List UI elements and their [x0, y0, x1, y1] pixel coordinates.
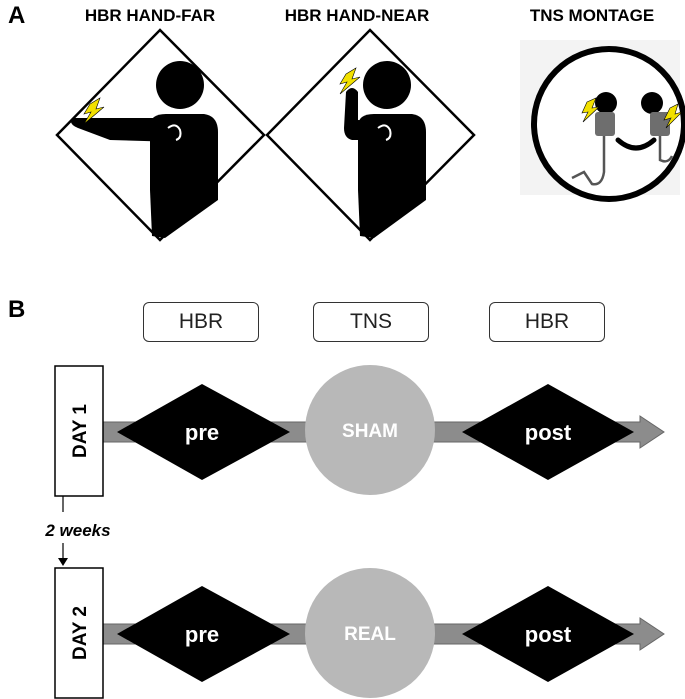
day1-pre-diamond [117, 384, 290, 480]
panel-a-figures [55, 28, 685, 242]
phase-label-hbr-pre: HBR [143, 302, 259, 342]
hand-near-figure [265, 28, 476, 242]
day1-post-diamond [462, 384, 634, 480]
day1-stim-circle [305, 365, 435, 495]
day2-pre-diamond [117, 586, 290, 682]
lightning-bolt-icon [83, 97, 105, 125]
interval-arrowhead [58, 558, 68, 566]
lightning-bolt-icon [663, 103, 684, 129]
day1-box [54, 365, 104, 497]
tns-montage-title: TNS MONTAGE [529, 6, 655, 25]
hand-far-figure [55, 28, 266, 242]
day1-stim-label: SHAM [342, 421, 398, 442]
day2-row: DAY 2 pre REAL post [54, 567, 665, 699]
panel-a-letter: A [8, 2, 26, 29]
day2-box [54, 567, 104, 699]
phase-label-tns: TNS [313, 302, 429, 342]
interval-connector: 2 weeks [44, 496, 111, 566]
interval-label: 2 weeks [44, 521, 110, 540]
lightning-bolt-icon [581, 97, 600, 123]
day2-post-diamond [462, 586, 634, 682]
lightning-bolt-icon [339, 67, 361, 95]
hand-near-title: HBR HAND-NEAR [284, 6, 430, 25]
day2-post-label: post [525, 622, 572, 647]
day2-pre-label: pre [185, 622, 219, 647]
person-silhouette-icon [344, 61, 426, 238]
day1-pre-label: pre [185, 420, 219, 445]
day2-stim-circle [305, 568, 435, 698]
tns-montage-figure [520, 40, 685, 202]
hand-far-title: HBR HAND-FAR [84, 6, 216, 25]
day1-row: DAY 1 pre SHAM post [54, 365, 665, 497]
person-silhouette-icon [70, 61, 218, 238]
day1-post-label: post [525, 420, 572, 445]
day1-label: DAY 1 [70, 404, 91, 458]
panel-b-letter: B [8, 296, 26, 323]
phase-label-hbr-post: HBR [489, 302, 605, 342]
day2-stim-label: REAL [344, 624, 396, 645]
day2-label: DAY 2 [70, 606, 91, 660]
